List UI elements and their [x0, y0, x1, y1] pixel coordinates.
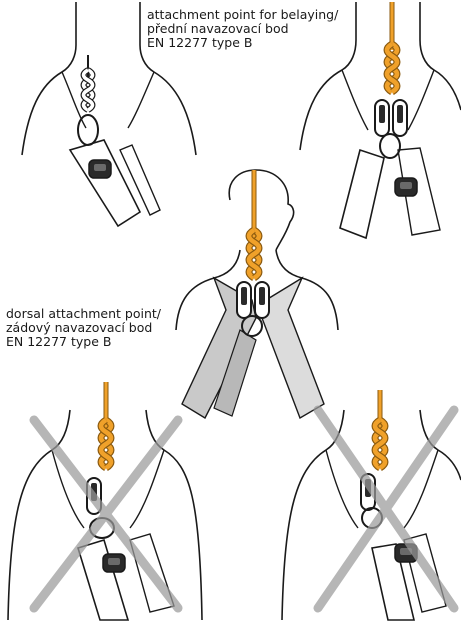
tie-in-loop [78, 115, 98, 145]
dorsal-label-line-1: dorsal attachment point/ [6, 307, 161, 321]
front-attachment-label: attachment point for belaying/ přední na… [147, 8, 338, 50]
carabiner-icon [375, 100, 389, 136]
buckle-icon [89, 160, 111, 178]
figure-eight-knot-icon [387, 44, 397, 92]
figure-incorrect-left [8, 382, 202, 620]
tie-in-loop [380, 134, 400, 158]
carabiner-icon [393, 100, 407, 136]
harness-shoulder-strap-right [408, 70, 434, 130]
buckle-icon [395, 178, 417, 196]
carabiner-icon [237, 282, 251, 318]
dorsal-attachment-label: dorsal attachment point/ zádový navazova… [6, 307, 161, 349]
harness-back-strap-right [262, 278, 324, 418]
front-label-line-3: EN 12277 type B [147, 36, 338, 50]
harness-shoulder-strap-left [62, 72, 86, 128]
dorsal-label-line-2: zádový navazovací bod [6, 321, 161, 335]
figure-incorrect-right [282, 390, 461, 620]
carabiner-icon [255, 282, 269, 318]
harness-shoulder-strap-left [342, 70, 368, 130]
front-label-line-1: attachment point for belaying/ [147, 8, 338, 22]
harness-leg-strap [78, 540, 128, 620]
front-label-line-2: přední navazovací bod [147, 22, 338, 36]
figure-dorsal-carabiner-correct [176, 170, 338, 418]
harness-leg-strap [340, 150, 384, 238]
harness-shoulder-strap-right [128, 72, 154, 128]
dorsal-label-line-3: EN 12277 type B [6, 335, 161, 349]
buckle-icon [103, 554, 125, 572]
